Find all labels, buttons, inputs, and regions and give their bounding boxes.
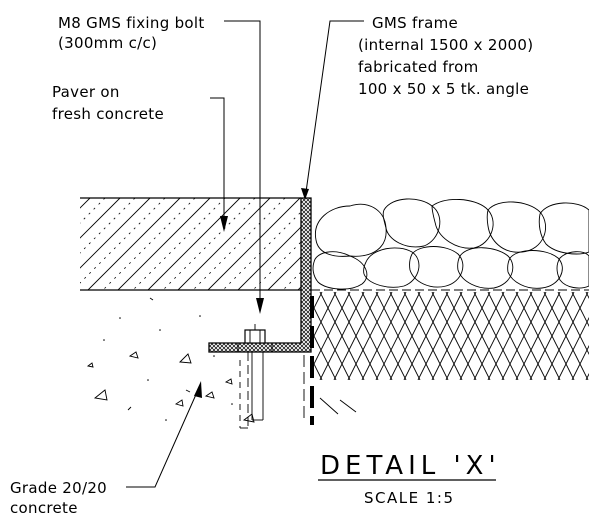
earth-hatch (311, 292, 589, 380)
stone-pitching (312, 198, 589, 290)
leader-grade (126, 381, 202, 488)
bolt-label-line1: M8 GMS fixing bolt (58, 14, 205, 32)
bolt-label-line2: (300mm c/c) (58, 34, 157, 52)
frame-label-line4: 100 x 50 x 5 tk. angle (358, 80, 529, 98)
paver-slab (80, 197, 301, 291)
frame-label-line3: fabricated from (358, 58, 479, 76)
paver-label-line2: fresh concrete (52, 105, 164, 123)
frame-label-line1: GMS frame (372, 14, 458, 32)
leader-bolt (224, 20, 264, 314)
concrete-stipple (86, 297, 255, 423)
paver-label-line1: Paver on (52, 83, 120, 101)
grade-label-line1: Grade 20/20 (10, 479, 107, 497)
fixing-bolt (237, 324, 273, 429)
detail-scale: SCALE 1:5 (364, 489, 455, 507)
detail-title: DETAIL 'X' (320, 451, 501, 481)
gms-angle-frame (208, 197, 312, 353)
frame-label-line2: (internal 1500 x 2000) (358, 36, 533, 54)
leader-frame (301, 20, 364, 200)
joint-line (303, 296, 357, 425)
grade-label-line2: concrete (10, 499, 78, 517)
leader-paver (210, 97, 228, 232)
paver-hatch (80, 198, 301, 290)
